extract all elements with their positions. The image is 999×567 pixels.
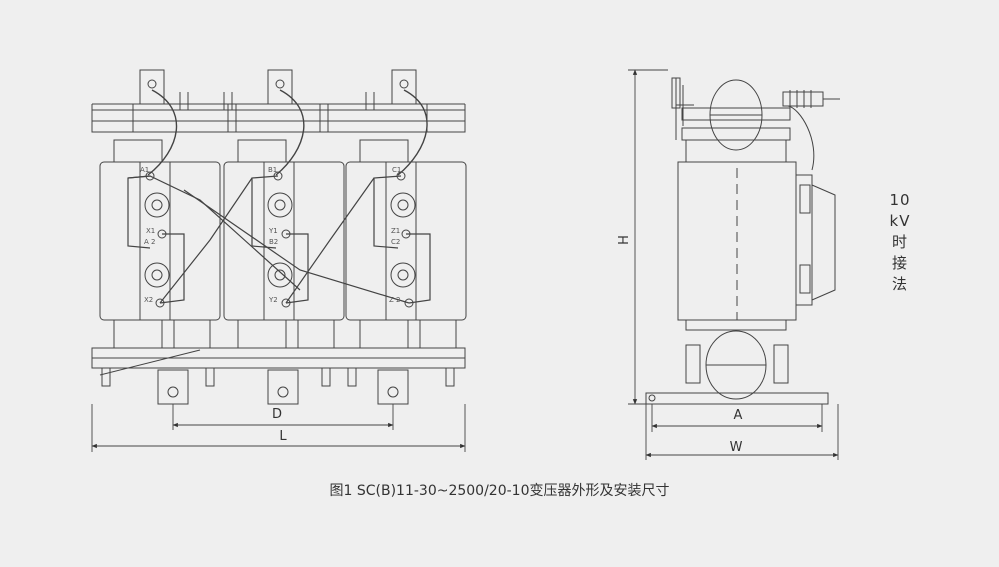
terminal-label-x1: X1 — [146, 227, 155, 235]
lifting-lug-c — [391, 69, 417, 105]
terminal-label-z2: Z 2 — [389, 296, 400, 304]
terminal-label-z1: Z1 — [391, 227, 400, 235]
front-view-dimensions — [91, 404, 466, 452]
connection-note-line: kV — [889, 212, 911, 230]
dimension-label-w: W — [730, 440, 743, 455]
lifting-lug-b — [267, 69, 293, 105]
dimension-label-h: H — [617, 235, 632, 245]
front-view — [91, 69, 467, 405]
terminal-label-c2: C2 — [391, 238, 400, 246]
lifting-lug-a — [139, 69, 165, 105]
connection-note: 10 kV 时 接 法 — [884, 190, 916, 295]
terminal-label-a2: A 2 — [144, 238, 155, 246]
figure-caption: 图1 SC(B)11-30~2500/20-10变压器外形及安装尺寸 — [329, 483, 670, 499]
side-lead-guard — [811, 184, 836, 301]
side-view — [645, 77, 840, 405]
dimension-label-l: L — [279, 429, 287, 444]
terminal-label-c1: C1 — [392, 166, 401, 174]
dimension-label-d: D — [272, 407, 282, 422]
dimension-label-a: A — [734, 408, 743, 423]
terminal-label-x2: X2 — [144, 296, 153, 304]
coil-phase-c — [345, 161, 467, 321]
terminal-label-b2: B2 — [269, 238, 278, 246]
terminal-label-y2: Y2 — [268, 296, 278, 304]
coil-phase-b — [223, 161, 345, 321]
terminal-label-b1: B1 — [268, 166, 277, 174]
coil-phase-a — [99, 161, 221, 321]
connection-note-line: 法 — [891, 275, 908, 293]
side-view-dimensions — [628, 69, 839, 460]
connection-note-line: 10 — [889, 191, 911, 209]
connection-note-line: 时 — [891, 233, 908, 251]
terminal-label-y1: Y1 — [268, 227, 278, 235]
connection-note-line: 接 — [891, 254, 908, 272]
insulator-string — [782, 91, 824, 107]
base-wheel-middle — [267, 369, 299, 405]
terminal-label-a1: A1 — [140, 166, 149, 174]
side-base-plate — [645, 392, 829, 405]
